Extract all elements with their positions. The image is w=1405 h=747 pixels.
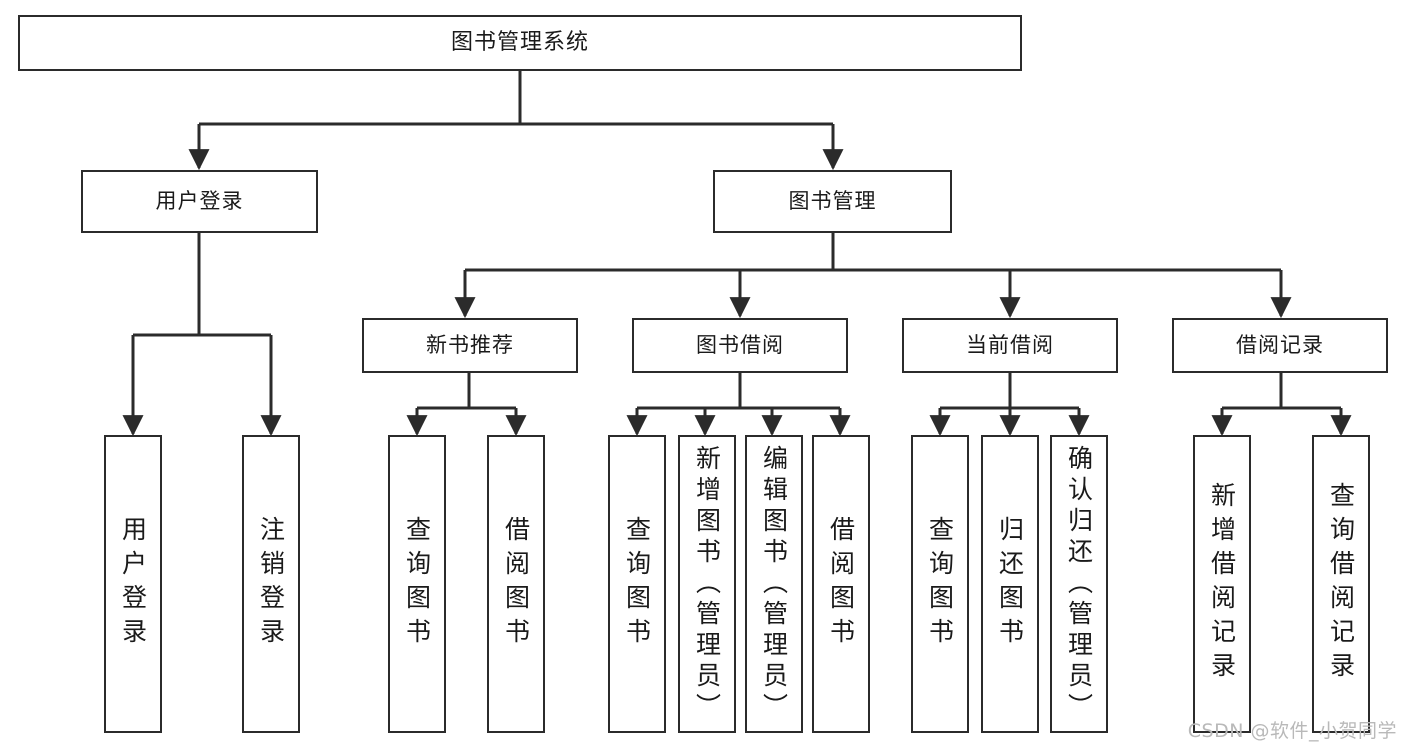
leaf-user-login-logout[interactable]: 注销登录 <box>242 435 300 733</box>
leaf-new-book-query-label: 查询图书 <box>402 516 432 652</box>
leaf-book-borrow-query[interactable]: 查询图书 <box>608 435 666 733</box>
node-book-management-label: 图书管理 <box>788 189 877 214</box>
leaf-current-borrow-confirm[interactable]: 确认归还（管理员） <box>1050 435 1108 733</box>
leaf-current-borrow-query-label: 查询图书 <box>925 516 955 652</box>
node-book-borrow[interactable]: 图书借阅 <box>632 318 848 373</box>
leaf-book-borrow-borrow-label: 借阅图书 <box>826 516 856 652</box>
leaf-book-borrow-add[interactable]: 新增图书（管理员） <box>678 435 736 733</box>
leaf-borrow-record-add[interactable]: 新增借阅记录 <box>1193 435 1251 733</box>
leaf-borrow-record-add-label: 新增借阅记录 <box>1207 482 1237 686</box>
leaf-current-borrow-return-label: 归还图书 <box>995 516 1025 652</box>
leaf-book-borrow-add-label: 新增图书（管理员） <box>692 445 722 724</box>
leaf-borrow-record-query-label: 查询借阅记录 <box>1326 482 1356 686</box>
node-book-management[interactable]: 图书管理 <box>713 170 952 233</box>
leaf-user-login-login[interactable]: 用户登录 <box>104 435 162 733</box>
leaf-borrow-record-query[interactable]: 查询借阅记录 <box>1312 435 1370 733</box>
leaf-new-book-borrow-label: 借阅图书 <box>501 516 531 652</box>
node-borrow-record-label: 借阅记录 <box>1236 333 1324 358</box>
node-current-borrow-label: 当前借阅 <box>966 333 1054 358</box>
node-new-book-recommend[interactable]: 新书推荐 <box>362 318 578 373</box>
leaf-book-borrow-edit-label: 编辑图书（管理员） <box>759 445 789 724</box>
leaf-new-book-borrow[interactable]: 借阅图书 <box>487 435 545 733</box>
node-new-book-recommend-label: 新书推荐 <box>426 333 514 358</box>
leaf-book-borrow-borrow[interactable]: 借阅图书 <box>812 435 870 733</box>
leaf-new-book-query[interactable]: 查询图书 <box>388 435 446 733</box>
leaf-book-borrow-edit[interactable]: 编辑图书（管理员） <box>745 435 803 733</box>
node-borrow-record[interactable]: 借阅记录 <box>1172 318 1388 373</box>
node-current-borrow[interactable]: 当前借阅 <box>902 318 1118 373</box>
leaf-book-borrow-query-label: 查询图书 <box>622 516 652 652</box>
leaf-current-borrow-confirm-label: 确认归还（管理员） <box>1064 445 1094 724</box>
leaf-current-borrow-query[interactable]: 查询图书 <box>911 435 969 733</box>
node-user-login-label: 用户登录 <box>155 189 244 214</box>
node-root[interactable]: 图书管理系统 <box>18 15 1022 71</box>
leaf-user-login-login-label: 用户登录 <box>118 516 148 652</box>
node-root-label: 图书管理系统 <box>450 30 589 56</box>
node-book-borrow-label: 图书借阅 <box>696 333 784 358</box>
leaf-user-login-logout-label: 注销登录 <box>256 516 286 652</box>
leaf-current-borrow-return[interactable]: 归还图书 <box>981 435 1039 733</box>
node-user-login[interactable]: 用户登录 <box>81 170 318 233</box>
